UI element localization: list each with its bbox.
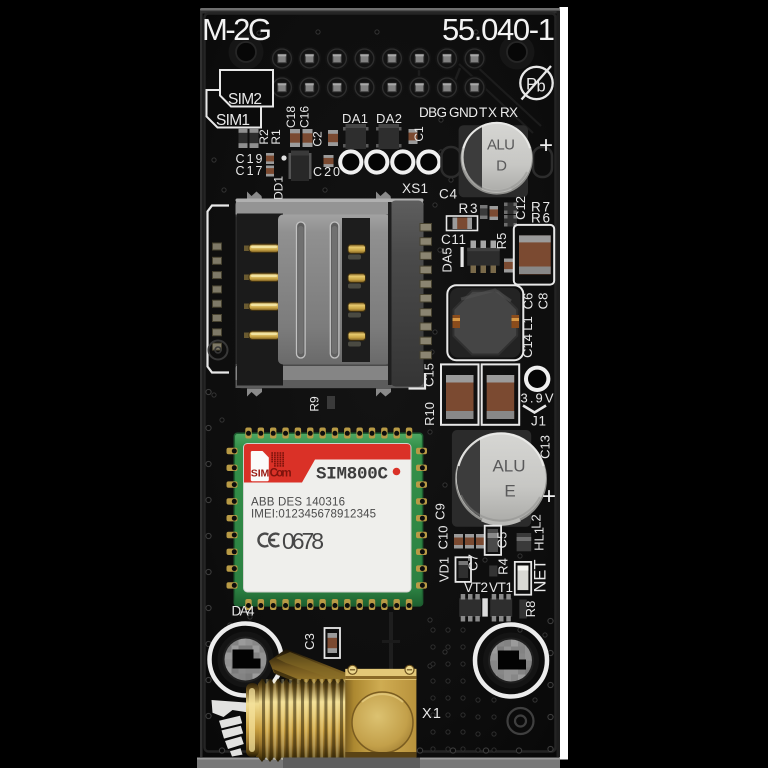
svg-text:C20: C20	[313, 165, 340, 179]
svg-text:b: b	[537, 78, 546, 96]
svg-text:C7: C7	[466, 554, 481, 571]
svg-text:ALU: ALU	[487, 137, 515, 154]
svg-text:L2: L2	[529, 514, 544, 528]
svg-text:R4: R4	[496, 558, 511, 575]
svg-text:R5: R5	[494, 233, 509, 250]
svg-text:R8: R8	[523, 601, 538, 618]
svg-text:M-2G: M-2G	[202, 12, 272, 47]
svg-text:J1: J1	[531, 414, 546, 429]
svg-text:C15: C15	[422, 363, 437, 387]
svg-text:NET: NET	[532, 560, 550, 593]
svg-text:C1: C1	[412, 126, 426, 142]
svg-text:D: D	[496, 158, 507, 175]
svg-text:C16: C16	[298, 106, 312, 128]
svg-text:R7: R7	[531, 200, 550, 215]
svg-text:+: +	[542, 483, 556, 510]
svg-text:TX: TX	[479, 105, 497, 120]
svg-text:0678: 0678	[282, 528, 324, 554]
svg-text:C19: C19	[236, 152, 263, 166]
svg-text:DA4: DA4	[232, 604, 255, 619]
svg-text:R10: R10	[422, 402, 437, 426]
svg-text:RX: RX	[500, 105, 518, 120]
svg-text:VT2: VT2	[464, 580, 488, 595]
svg-text:P: P	[526, 76, 537, 94]
svg-text:R2: R2	[257, 129, 271, 145]
svg-text:GND: GND	[449, 105, 478, 120]
svg-text:C8: C8	[536, 293, 551, 310]
svg-text:IMEI:012345678912345: IMEI:012345678912345	[251, 509, 376, 521]
svg-text:C13: C13	[538, 435, 553, 459]
svg-text:SIM2: SIM2	[228, 91, 262, 108]
svg-text:ALU: ALU	[493, 457, 526, 476]
svg-text:C5: C5	[495, 532, 510, 549]
svg-text:C9: C9	[433, 503, 448, 520]
svg-text:VD1: VD1	[437, 557, 452, 582]
svg-text:C3: C3	[302, 633, 317, 650]
svg-text:R6: R6	[531, 211, 550, 226]
svg-text:HL1: HL1	[532, 527, 547, 551]
svg-text:R1: R1	[269, 129, 283, 145]
svg-text:X1: X1	[422, 706, 441, 722]
svg-text:R3: R3	[459, 201, 478, 216]
svg-text:C17: C17	[236, 164, 263, 178]
svg-text:L1: L1	[520, 316, 535, 330]
svg-text:C4: C4	[439, 187, 457, 202]
svg-text:XS1: XS1	[402, 181, 428, 196]
svg-text:C14: C14	[520, 334, 535, 358]
svg-text:3.9V: 3.9V	[521, 391, 554, 406]
svg-text:DA5: DA5	[440, 247, 455, 272]
svg-text:DA2: DA2	[376, 111, 402, 126]
svg-text:E: E	[504, 482, 515, 501]
svg-text:C18: C18	[284, 106, 298, 128]
svg-text:SIM1: SIM1	[216, 112, 250, 129]
svg-text:C2: C2	[311, 131, 325, 147]
svg-text:55.040-1: 55.040-1	[442, 12, 555, 47]
svg-text:DA1: DA1	[342, 111, 368, 126]
svg-text:C12: C12	[513, 196, 528, 220]
svg-text:+: +	[539, 132, 553, 159]
svg-text:ABB DES 140316: ABB DES 140316	[251, 497, 345, 509]
svg-text:VT1: VT1	[489, 580, 513, 595]
svg-text:SIM800C: SIM800C	[316, 465, 388, 485]
svg-text:C10: C10	[436, 526, 451, 550]
svg-text:C11: C11	[441, 232, 466, 247]
svg-text:DBG: DBG	[419, 105, 447, 120]
svg-text:R9: R9	[308, 396, 322, 412]
svg-text:SIM: SIM	[251, 467, 270, 479]
svg-text:DD1: DD1	[272, 176, 286, 200]
svg-text:Com: Com	[270, 468, 292, 480]
